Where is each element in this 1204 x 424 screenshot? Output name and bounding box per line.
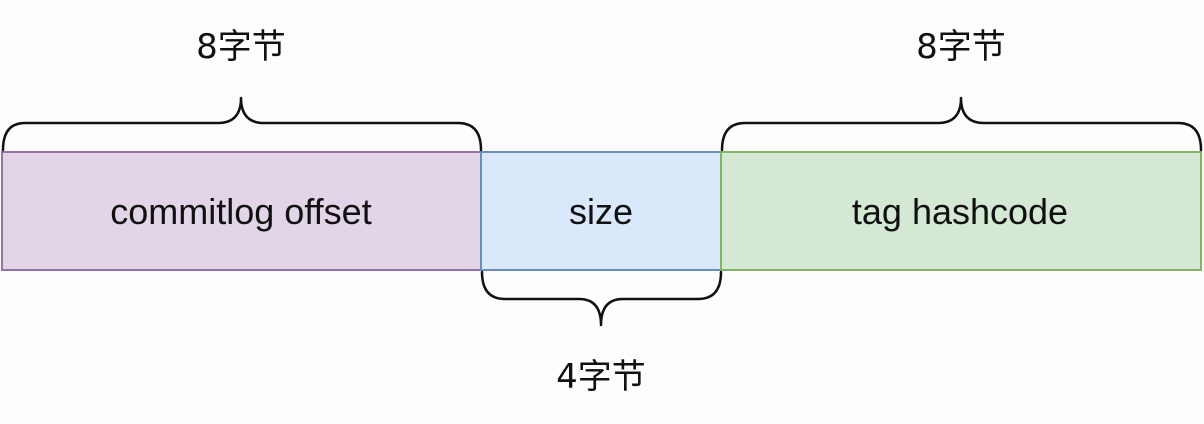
top-right-brace-label: 8字节 bbox=[916, 27, 1006, 67]
segment-tag-hashcode-border bbox=[720, 151, 1202, 271]
segment-size-box bbox=[481, 152, 721, 270]
segment-tag-hashcode-label: tag hashcode bbox=[852, 191, 1068, 232]
top-left-brace-label: 8字节 bbox=[196, 27, 286, 67]
top-right-brace bbox=[720, 96, 1203, 152]
segment-size-label: size bbox=[569, 191, 633, 232]
segment-commitlog-offset: commitlog offset bbox=[1, 151, 482, 271]
top-left-brace bbox=[1, 96, 483, 152]
segment-commitlog-offset-label: commitlog offset bbox=[110, 191, 371, 232]
segment-commitlog-offset-box bbox=[2, 152, 481, 270]
bottom-middle-brace-label: 4字节 bbox=[556, 357, 646, 397]
bottom-middle-brace bbox=[480, 270, 723, 327]
segment-size: size bbox=[480, 151, 722, 271]
segment-tag-hashcode: tag hashcode bbox=[720, 151, 1202, 271]
segment-tag-hashcode-box bbox=[721, 152, 1201, 270]
